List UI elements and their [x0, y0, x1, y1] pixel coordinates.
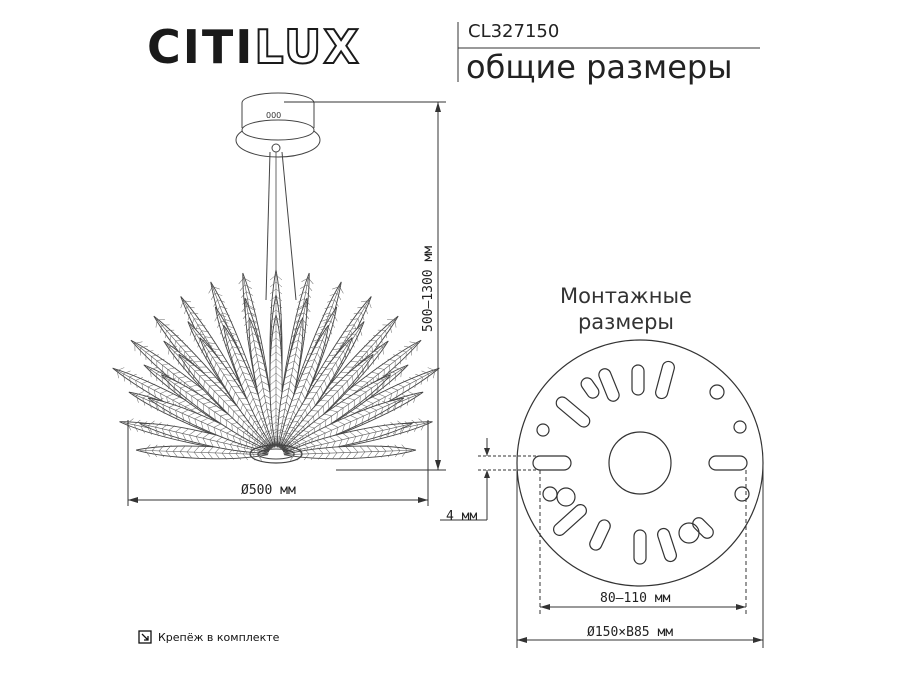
mounting-plate — [516, 339, 764, 587]
plate-size-label: Ø150×B85 мм — [587, 625, 673, 640]
page-subtitle: общие размеры — [466, 48, 733, 86]
diameter-dimension — [127, 420, 429, 506]
slot-gap-dimension — [440, 438, 540, 521]
hole-spacing-dimension — [539, 470, 747, 614]
mounting-title: Монтажные размеры — [560, 283, 692, 335]
mounting-kit-icon — [138, 630, 152, 644]
fixture-drawing — [112, 92, 440, 464]
brand-logo: CITILUX — [147, 19, 361, 75]
plate-size-dimension — [516, 463, 764, 648]
mounting-title-line1: Монтажные — [560, 284, 692, 308]
mounting-title-line2: размеры — [577, 310, 674, 334]
footer-text: Крепёж в комплекте — [158, 630, 280, 644]
model-code: CL327150 — [468, 21, 560, 42]
brand-prefix: CITI — [147, 20, 255, 74]
diameter-label: Ø500 мм — [241, 483, 296, 498]
slot-gap-label: 4 мм — [446, 509, 477, 524]
height-label: 500–1300 мм — [421, 246, 436, 332]
footer-note: Крепёж в комплекте — [138, 630, 279, 644]
brand-suffix: LUX — [253, 19, 361, 75]
hole-spacing-label: 80–110 мм — [600, 591, 671, 606]
canopy-marking: 000 — [266, 111, 281, 120]
